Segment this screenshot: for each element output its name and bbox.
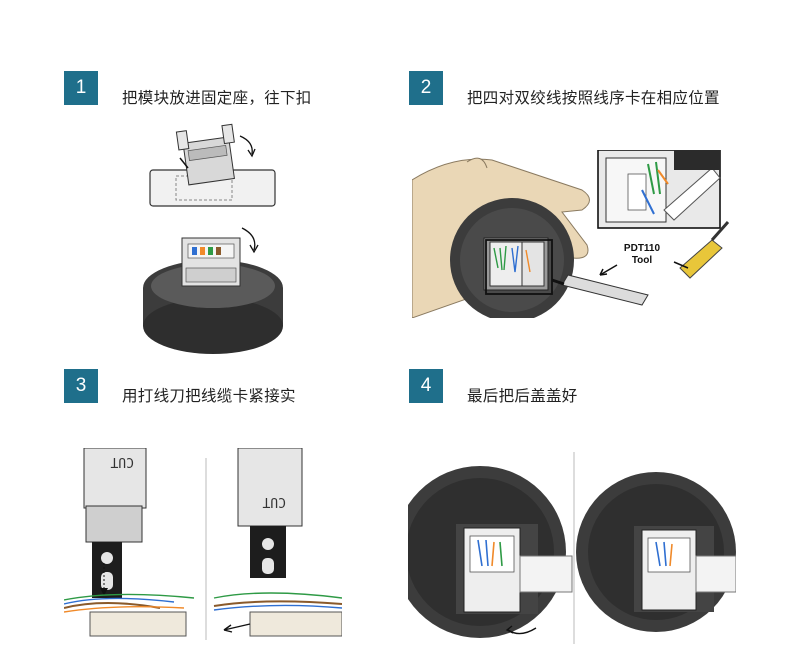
- step-1-number-badge: 1: [64, 71, 98, 105]
- step-1-illustration: [143, 123, 283, 354]
- svg-text:CUT: CUT: [262, 494, 286, 509]
- tool-label: PDT110 Tool: [617, 243, 667, 267]
- step-3-illustration: CUT CUT: [64, 448, 342, 640]
- step-4-illustration: [408, 452, 736, 644]
- step-2-number-badge: 2: [409, 71, 443, 105]
- step-4-number-badge: 4: [409, 369, 443, 403]
- step-2-caption: 把四对双绞线按照线序卡在相应位置: [467, 89, 720, 107]
- step-1-caption: 把模块放进固定座，往下扣: [122, 89, 312, 107]
- step-3-number-badge: 3: [64, 369, 98, 403]
- step-3-caption: 用打线刀把线缆卡紧接实: [122, 387, 296, 405]
- tool-label-line-1: PDT110: [623, 243, 661, 254]
- tool-label-line-2: Tool: [631, 255, 653, 266]
- step-4-caption: 最后把后盖盖好: [467, 387, 578, 405]
- step-2-illustration: [412, 150, 730, 318]
- svg-text:CUT: CUT: [110, 454, 134, 469]
